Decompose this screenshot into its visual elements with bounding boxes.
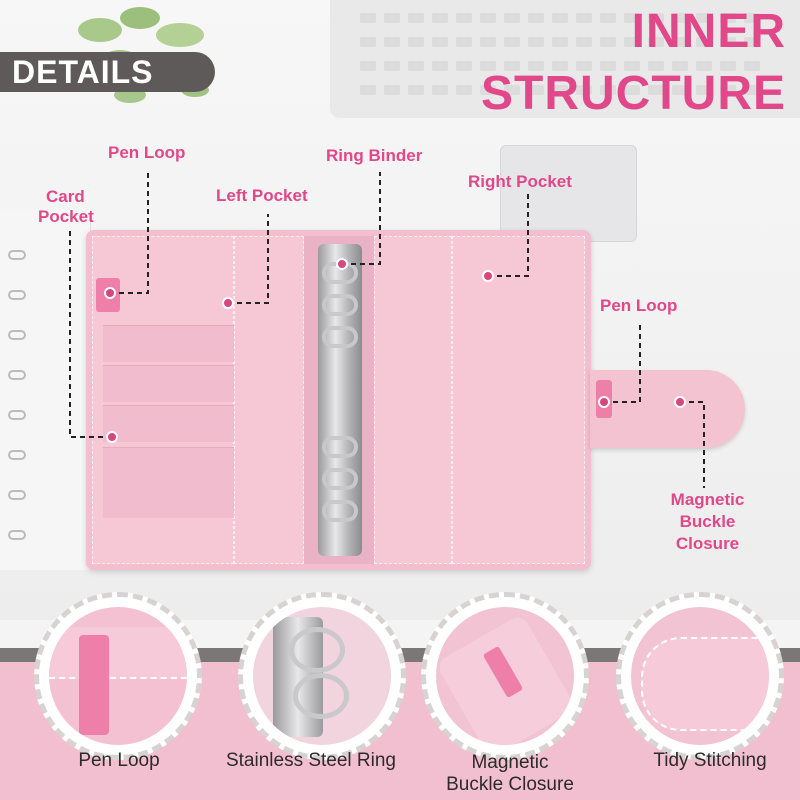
- caption-pen-loop: Pen Loop: [78, 750, 160, 771]
- left-pocket-label: Left Pocket: [216, 186, 308, 205]
- magnetic-label-2: Buckle: [679, 512, 736, 531]
- binder-image: [86, 230, 591, 570]
- left-pocket-panel: [234, 236, 304, 564]
- ring-binder-label: Ring Binder: [326, 146, 423, 165]
- notebook-image: [0, 210, 91, 570]
- right-pocket-panel: [452, 236, 585, 564]
- pen-loop-right-dot: [598, 396, 610, 408]
- pen-loop-left-dot: [104, 287, 116, 299]
- title-line-2: STRUCTURE: [481, 67, 786, 120]
- magnetic-label-1: Magnetic: [670, 490, 745, 509]
- card-pocket-label-1: Card: [46, 187, 85, 206]
- title-line-1: INNER: [631, 5, 786, 58]
- callout-lines: [69, 170, 705, 488]
- right-pocket-label: Right Pocket: [468, 172, 572, 191]
- right-pocket-dot: [482, 270, 494, 282]
- feature-pen-loop-image: [34, 592, 202, 760]
- keyboard-image: [330, 0, 800, 118]
- details-badge: DETAILS: [0, 52, 215, 92]
- caption-tidy-stitching: Tidy Stitching: [653, 750, 767, 771]
- touchpad-image: [500, 145, 637, 242]
- magnetic-closure-dot: [674, 396, 686, 408]
- caption-magnetic-1: Magnetic: [471, 752, 549, 773]
- magnetic-label-3: Closure: [675, 534, 740, 553]
- caption-magnetic-2: Buckle Closure: [446, 774, 574, 795]
- ring-binder-dot: [336, 258, 348, 270]
- card-pocket-label-2: Pocket: [38, 207, 94, 226]
- caption-steel-ring: Stainless Steel Ring: [225, 750, 397, 771]
- feature-magnetic-image: [421, 592, 589, 760]
- magnetic-strap: [590, 370, 745, 448]
- pen-loop-left-label: Pen Loop: [108, 143, 186, 162]
- card-pocket-dot: [106, 431, 118, 443]
- left-pocket-dot: [222, 297, 234, 309]
- pen-loop-right-label: Pen Loop: [600, 296, 678, 315]
- feature-steel-ring-image: [238, 592, 406, 760]
- feature-stitching-image: [616, 592, 784, 760]
- middle-right-panel: [374, 236, 452, 564]
